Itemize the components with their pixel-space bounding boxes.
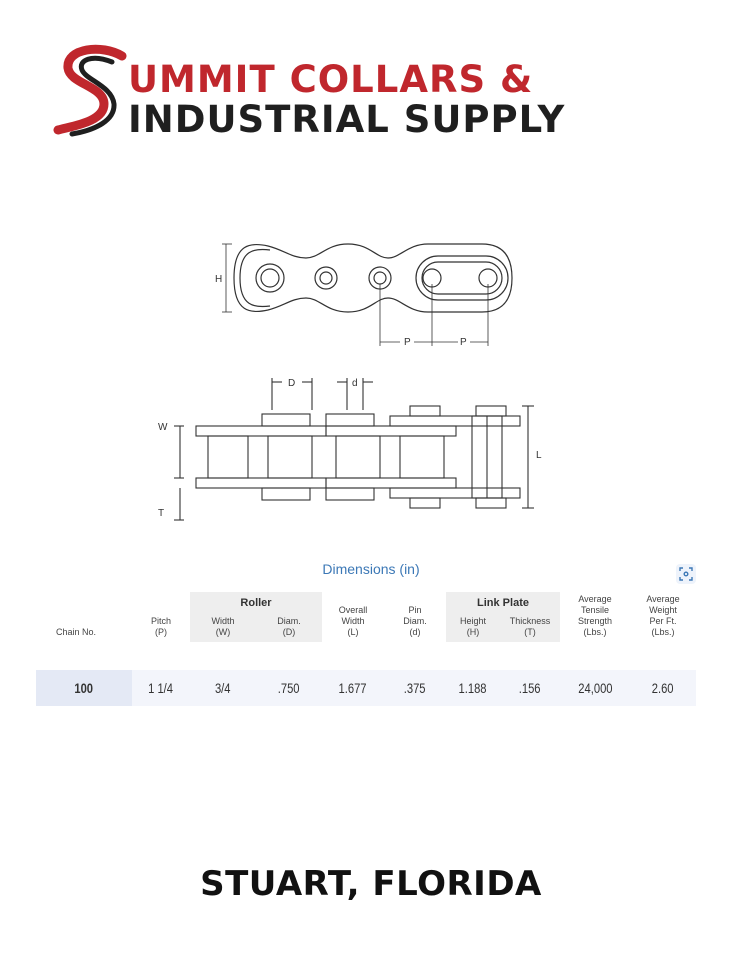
header-plate-thickness: Thickness(T) [500, 614, 560, 642]
cell-pin-diam: .375 [384, 670, 446, 706]
table-row: 100 1 1/4 3/4 .750 1.677 .375 1.188 .156… [36, 670, 696, 706]
label-roller-diam-d: D [288, 378, 295, 389]
cell-weight: 2.60 [630, 670, 696, 706]
cell-plate-thickness: .156 [500, 670, 560, 706]
cell-tensile: 24,000 [560, 670, 630, 706]
label-overall-width-l: L [536, 450, 542, 461]
logo-line-2: INDUSTRIAL SUPPLY [128, 98, 566, 141]
expand-button[interactable] [676, 564, 696, 584]
dimensions-title: Dimensions (in) [322, 561, 420, 577]
header-plate-height: Height(H) [446, 614, 500, 642]
cell-plate-height: 1.188 [446, 670, 500, 706]
header-roller-diam: Diam.(D) [256, 614, 322, 642]
cell-overall-width: 1.677 [322, 670, 384, 706]
label-pin-diam-d: d [352, 378, 358, 389]
label-width-w: W [158, 422, 168, 433]
label-pitch-1: P [404, 337, 411, 348]
header-chain-no: Chain No. [56, 627, 97, 637]
group-roller: Roller [190, 592, 322, 614]
logo-line-1-text: UMMIT COLLARS & [128, 58, 534, 101]
cell-chain-no: 100 [36, 670, 132, 706]
header-pitch: Pitch(P) [150, 616, 171, 637]
expand-icon [679, 567, 693, 581]
logo-swoosh-s [53, 44, 127, 137]
location-text: STUART, FLORIDA [200, 864, 542, 904]
cell-pitch: 1 1/4 [132, 670, 190, 706]
chain-side-view-diagram: D d W T L [158, 378, 542, 521]
group-link-plate: Link Plate [446, 592, 560, 614]
logo-line-1: SUMMIT COLLARS & [128, 58, 533, 101]
label-height-h: H [215, 274, 222, 285]
chain-top-view-diagram: H P P [215, 243, 513, 348]
header-roller-width: Width(W) [190, 614, 256, 642]
label-pitch-2: P [460, 337, 467, 348]
cell-roller-diam: .750 [256, 670, 322, 706]
cell-roller-width: 3/4 [190, 670, 256, 706]
label-thickness-t: T [158, 508, 164, 519]
